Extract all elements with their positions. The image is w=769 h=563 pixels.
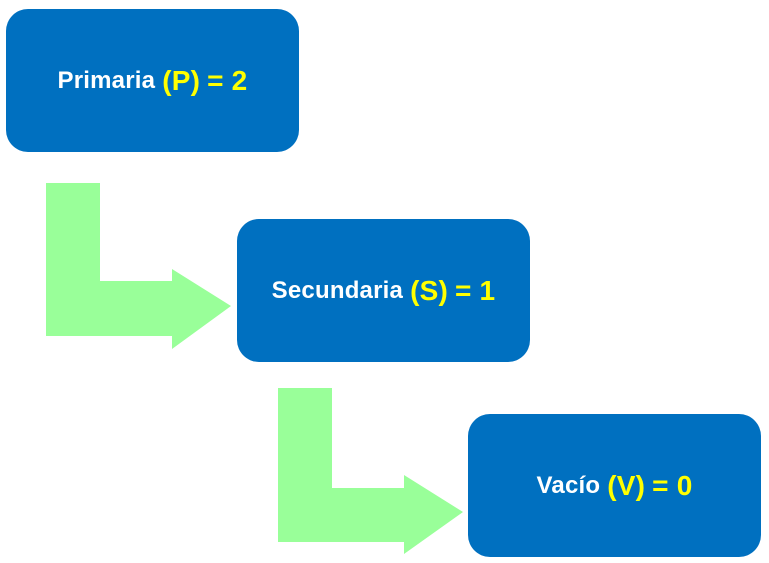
bent-arrow-icon (278, 388, 463, 554)
secundaria-label: Secundaria (271, 276, 404, 304)
secundaria-symbol: (S) (410, 274, 448, 306)
bent-arrow-icon (46, 183, 231, 349)
secundaria-value: = 1 (455, 274, 496, 306)
primaria-symbol: (P) (162, 64, 201, 96)
primaria-box: Primaria (P) = 2 (6, 9, 299, 152)
secundaria-box: Secundaria (S) = 1 (237, 219, 530, 362)
vacio-box: Vacío (V) = 0 (468, 414, 761, 557)
primaria-label: Primaria (57, 66, 156, 94)
vacio-label: Vacío (536, 471, 601, 499)
primaria-value: = 2 (207, 64, 248, 96)
vacio-value: = 0 (652, 469, 693, 501)
vacio-symbol: (V) (607, 469, 646, 501)
